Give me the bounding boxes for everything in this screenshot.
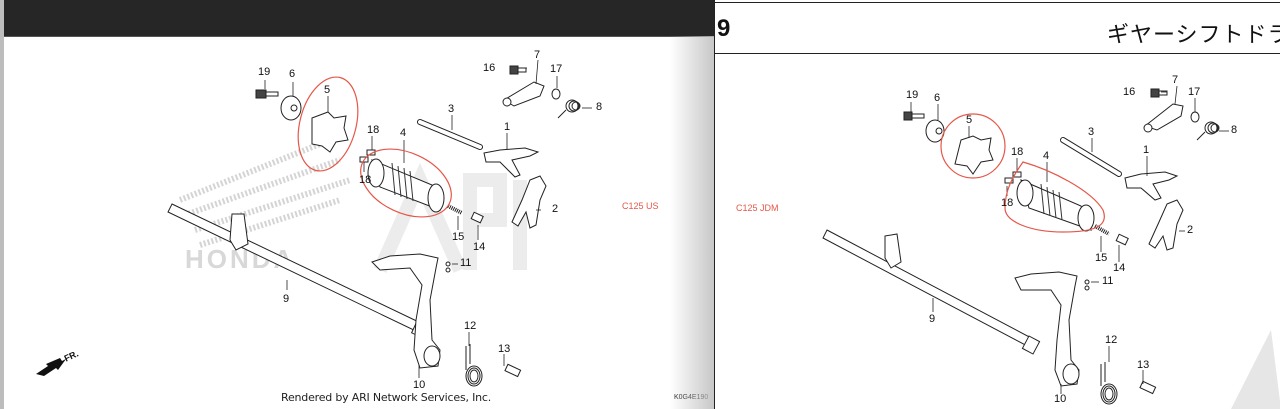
- part-9-gearshift-spindle-icon: [822, 229, 1041, 355]
- callout-2[interactable]: 2: [552, 203, 559, 215]
- page-fold-shadow: [670, 36, 716, 409]
- part-8-spring-icon: [1196, 121, 1220, 141]
- right-parts-diagram: [822, 85, 1280, 409]
- callout-11[interactable]: 11: [1102, 275, 1114, 287]
- callout-3[interactable]: 3: [448, 103, 455, 115]
- callout-10[interactable]: 10: [413, 379, 426, 391]
- callout-12[interactable]: 12: [464, 320, 477, 332]
- annotation-circle-part-5: [297, 76, 359, 172]
- right-diagram-page: 9 ギヤーシフトドラ: [714, 0, 1280, 409]
- callout-17[interactable]: 17: [1188, 86, 1201, 98]
- left-parts-diagram: HONDA: [36, 59, 592, 387]
- callout-15[interactable]: 15: [452, 231, 465, 243]
- part-13-pin-bolt-icon: [504, 363, 522, 378]
- callout-7[interactable]: 7: [534, 49, 541, 61]
- part-4-shift-drum-icon: [367, 158, 445, 213]
- callout-5[interactable]: 5: [324, 84, 331, 96]
- watermark-swoosh-icon: [1231, 330, 1280, 409]
- part-17-washer-icon: [1190, 111, 1200, 123]
- part-11-clip-icon: [1084, 279, 1090, 291]
- callout-6[interactable]: 6: [289, 68, 296, 80]
- callout-7[interactable]: 7: [1172, 74, 1179, 86]
- callout-8[interactable]: 8: [596, 101, 603, 113]
- callout-12[interactable]: 12: [1105, 334, 1118, 346]
- annotation-outline-part-4: [1004, 161, 1105, 233]
- part-1-shift-fork-icon: [1124, 171, 1179, 201]
- section-number: 9: [717, 15, 731, 42]
- callout-2[interactable]: 2: [1187, 224, 1194, 236]
- model-label-jdm: C125 JDM: [736, 203, 779, 213]
- part-14-pin-icon: [470, 211, 484, 224]
- part-2-shift-fork-icon: [511, 175, 547, 229]
- part-5-star-plate-icon: [954, 135, 994, 175]
- part-7-stopper-arm-icon: [1143, 103, 1184, 131]
- callout-10[interactable]: 10: [1054, 393, 1067, 405]
- callout-8[interactable]: 8: [1231, 124, 1238, 136]
- part-16-bolt-icon: [1150, 88, 1160, 98]
- part-17-washer-icon: [551, 88, 561, 100]
- callout-5[interactable]: 5: [966, 114, 973, 126]
- part-7-stopper-arm-icon: [503, 81, 545, 107]
- part-18-pin-icon: [366, 149, 376, 156]
- model-label-us: C125 US: [622, 201, 659, 211]
- callout-14[interactable]: 14: [1113, 262, 1126, 274]
- part-4-shift-drum-icon: [1016, 179, 1095, 232]
- callout-16[interactable]: 16: [1123, 86, 1136, 98]
- callout-1[interactable]: 1: [1143, 144, 1150, 156]
- section-title: ギヤーシフトドラ: [1107, 22, 1280, 47]
- part-19-bolt-icon: [255, 89, 279, 99]
- part-12-return-spring-icon: [1100, 362, 1118, 405]
- left-top-bar: [0, 0, 716, 37]
- left-diagram-page: HONDA: [0, 0, 716, 409]
- callout-9[interactable]: 9: [283, 293, 290, 305]
- part-5-star-plate-icon: [311, 111, 349, 153]
- front-arrow-icon: [36, 358, 66, 376]
- callout-18-bottom[interactable]: 18: [359, 174, 372, 186]
- annotation-circle-part-4: [360, 148, 452, 218]
- part-6-plate-icon: [925, 119, 945, 143]
- callout-14[interactable]: 14: [473, 241, 486, 253]
- left-page-edge: [0, 0, 4, 409]
- part-19-bolt-icon: [903, 111, 913, 121]
- part-14-pin-icon: [1115, 233, 1129, 246]
- callout-19[interactable]: 19: [258, 66, 271, 78]
- part-13-pin-bolt-icon: [1139, 380, 1157, 395]
- part-1-shift-fork-icon: [483, 147, 540, 178]
- annotation-circle-part-5: [940, 113, 1006, 179]
- callout-1[interactable]: 1: [504, 121, 511, 133]
- callout-4[interactable]: 4: [400, 127, 407, 139]
- callout-9[interactable]: 9: [929, 313, 936, 325]
- callout-18-top[interactable]: 18: [367, 124, 380, 136]
- callout-6[interactable]: 6: [934, 92, 941, 104]
- callout-19[interactable]: 19: [906, 89, 919, 101]
- callout-13[interactable]: 13: [1137, 359, 1150, 371]
- part-2-shift-fork-icon: [1148, 199, 1184, 251]
- callout-18-bottom[interactable]: 18: [1001, 197, 1014, 209]
- part-11-clip-icon: [445, 261, 451, 273]
- callout-16[interactable]: 16: [483, 62, 496, 74]
- callout-15[interactable]: 15: [1095, 252, 1108, 264]
- part-8-spring-icon: [557, 99, 581, 119]
- callout-17[interactable]: 17: [550, 63, 563, 75]
- callout-11[interactable]: 11: [460, 257, 472, 269]
- part-15-spring-icon: [447, 204, 463, 215]
- part-16-bolt-icon: [509, 65, 519, 75]
- callout-18-top[interactable]: 18: [1011, 146, 1024, 158]
- render-credit: Rendered by ARI Network Services, Inc.: [281, 391, 492, 404]
- right-page-header: 9 ギヤーシフトドラ: [715, 2, 1280, 54]
- callout-4[interactable]: 4: [1043, 150, 1050, 162]
- callout-13[interactable]: 13: [498, 343, 511, 355]
- callout-3[interactable]: 3: [1088, 126, 1095, 138]
- part-12-return-spring-icon: [465, 344, 483, 387]
